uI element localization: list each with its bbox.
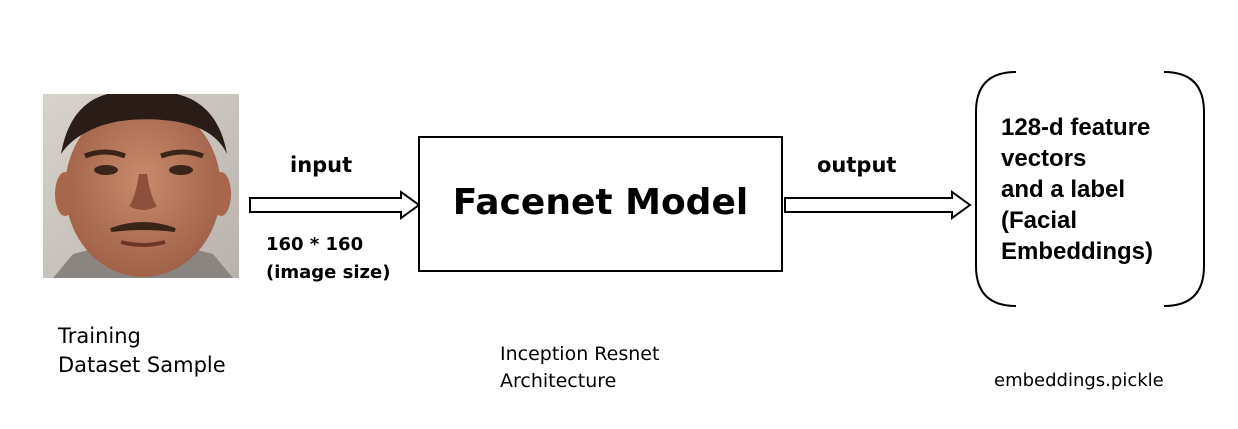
output-arrow xyxy=(784,190,972,220)
caption-line-2: Dataset Sample xyxy=(58,353,226,377)
out-line-3: and a label xyxy=(1001,176,1126,203)
arch-line-2: Architecture xyxy=(500,370,617,392)
output-file-name: embeddings.pickle xyxy=(994,370,1164,391)
input-arrow xyxy=(249,190,421,220)
out-line-5: Embeddings) xyxy=(1001,238,1154,265)
embeddings-description: 128-d feature vectors and a label (Facia… xyxy=(1001,112,1153,267)
out-line-1: 128-d feature xyxy=(1001,114,1151,141)
size-line-2: (image size) xyxy=(266,262,391,283)
model-title: Facenet Model xyxy=(452,182,749,223)
size-line-1: 160 * 160 xyxy=(266,234,364,255)
architecture-note: Inception Resnet Architecture xyxy=(500,341,659,395)
image-size-note: 160 * 160 (image size) xyxy=(266,231,390,287)
out-line-2: vectors xyxy=(1001,145,1087,172)
output-box-outline xyxy=(975,71,1205,307)
face-icon xyxy=(43,94,239,278)
output-label: output xyxy=(817,153,897,177)
input-label: input xyxy=(290,153,353,177)
training-dataset-caption: Training Dataset Sample xyxy=(58,322,226,380)
arch-line-1: Inception Resnet xyxy=(500,343,660,365)
out-line-4: (Facial xyxy=(1001,207,1078,234)
caption-line-1: Training xyxy=(58,324,141,348)
facenet-model-box: Facenet Model xyxy=(418,136,783,272)
face-photo xyxy=(43,94,239,278)
